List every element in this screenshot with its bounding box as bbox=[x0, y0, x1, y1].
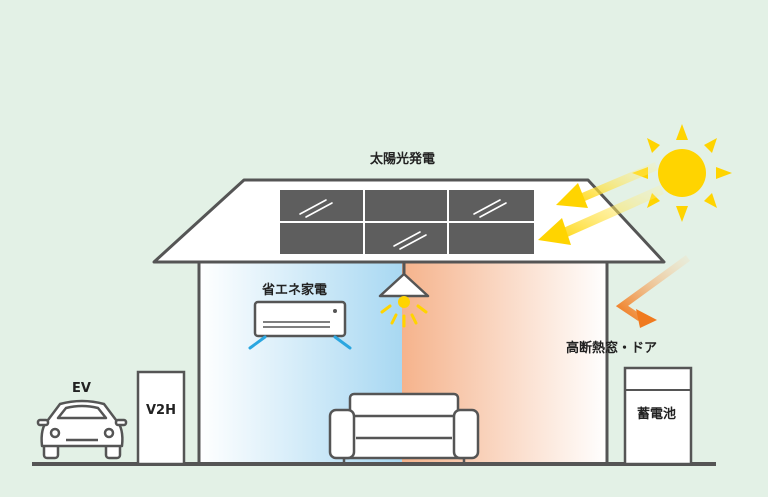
house-walls bbox=[197, 262, 609, 464]
window-label: 高断熱窓・ドア bbox=[566, 341, 658, 356]
battery-label: 蓄電池 bbox=[637, 407, 677, 422]
sunlight-arrow bbox=[538, 162, 664, 245]
v2h-label: V2H bbox=[146, 403, 176, 418]
ev-car-icon bbox=[36, 399, 128, 460]
appliance-label: 省エネ家電 bbox=[262, 283, 328, 298]
battery-unit-icon bbox=[623, 366, 693, 466]
ceiling-lamp-icon bbox=[378, 262, 430, 328]
air-conditioner-icon bbox=[248, 300, 352, 350]
solar-label: 太陽光発電 bbox=[370, 152, 436, 167]
solar-panels bbox=[280, 190, 534, 254]
v2h-unit-icon bbox=[136, 370, 186, 466]
ev-label: EV bbox=[72, 381, 91, 396]
heat-reflect-arrow bbox=[615, 255, 691, 328]
sofa-icon bbox=[328, 392, 480, 464]
